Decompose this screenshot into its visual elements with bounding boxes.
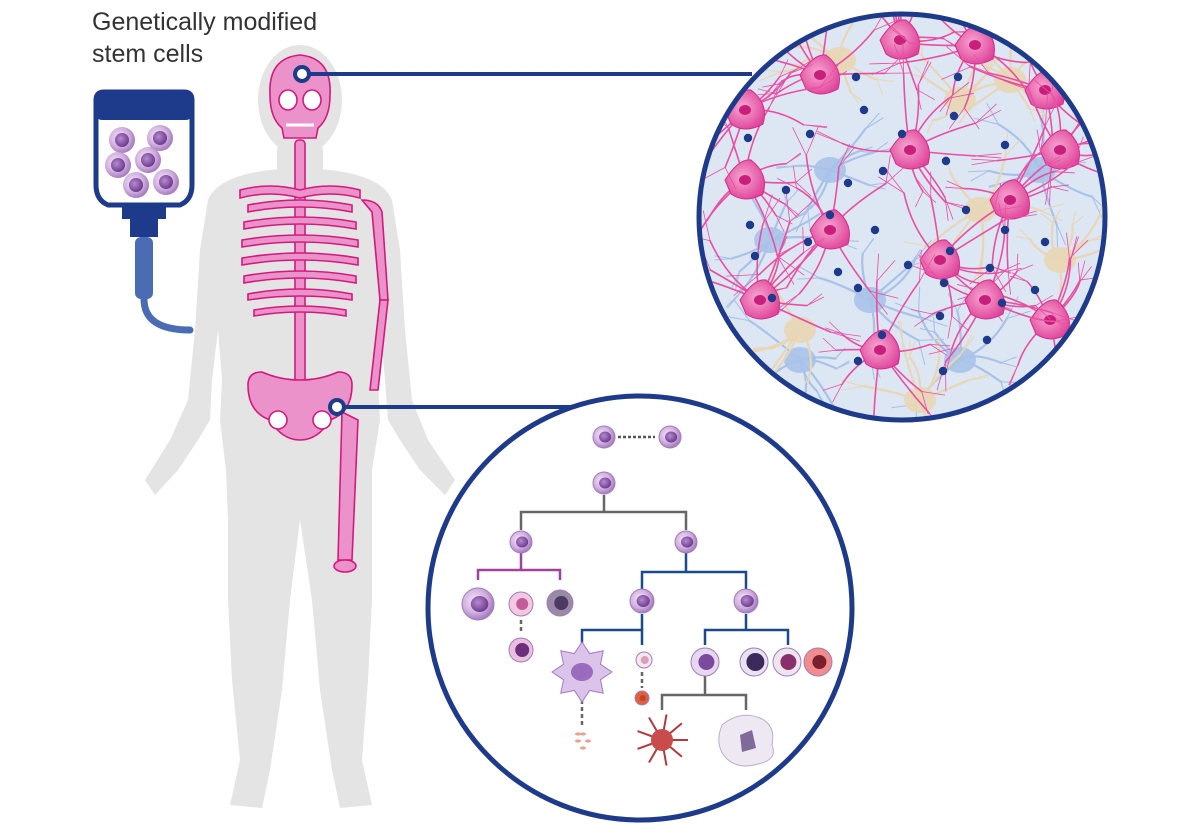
engineered-cell-dot (750, 251, 760, 261)
glial-cell (814, 157, 846, 183)
engineered-cell-dot (1000, 225, 1010, 235)
engineered-cell-dot (853, 283, 863, 293)
platelet (580, 732, 586, 736)
platelet (575, 739, 581, 743)
platelet (585, 739, 591, 743)
glial-cell (994, 67, 1026, 93)
engineered-cell-dot (833, 267, 843, 277)
neutrophil (772, 647, 802, 677)
engineered-cell-dot (743, 133, 753, 143)
engineered-cell-dot (853, 356, 863, 366)
basophil (739, 647, 769, 677)
megakaryocyte (551, 641, 613, 703)
glial-cell (754, 227, 786, 253)
iv-stem-cells (105, 125, 179, 198)
brain-neurons-icon (696, 11, 1108, 423)
macrophage (718, 714, 774, 767)
plasma-cell (508, 637, 534, 663)
engineered-cell-dot (961, 205, 971, 215)
engineered-cell-dot (870, 225, 880, 235)
engineered-cell-dot (953, 72, 963, 82)
engineered-cell-dot (897, 129, 907, 139)
megakaryocyte-erythroid-progenitor (629, 588, 655, 614)
stem-cell (592, 425, 616, 449)
engineered-cell-dot (745, 220, 755, 230)
engineered-cell-dot (945, 246, 955, 256)
engineered-cell-dot (878, 166, 888, 176)
glial-cell (944, 87, 976, 113)
engineered-cell-dot (935, 311, 945, 321)
blood-cells (461, 425, 833, 767)
lymphoid-progenitor (509, 530, 533, 554)
engineered-cell-dot (803, 237, 813, 247)
engineered-cell-dot (851, 72, 861, 82)
glial-cell (1044, 247, 1076, 273)
engineered-cell-dot (938, 366, 948, 376)
engineered-cell-dot (1040, 237, 1050, 247)
glial-cell (784, 347, 816, 373)
engineered-cell-dot (859, 105, 869, 115)
stem-cell-copy (658, 425, 682, 449)
granulocyte-monocyte-progenitor (733, 588, 759, 614)
t-cell (508, 591, 534, 617)
engineered-cell-dot (941, 156, 951, 166)
caption-line-1: Genetically modified (92, 8, 318, 36)
erythroblast (635, 651, 653, 669)
lineage-tree (461, 425, 833, 767)
hematopoiesis-tree-icon (425, 393, 855, 823)
engineered-cell-dot (843, 178, 853, 188)
skeleton-icon (239, 54, 389, 573)
iv-bag-icon (93, 89, 195, 334)
multipotent-progenitor (592, 471, 616, 495)
dendritic-cell (637, 714, 688, 766)
platelet (575, 732, 581, 736)
engineered-cell-dot (903, 260, 913, 270)
red-blood-cell (634, 690, 650, 706)
engineered-cell-dot (825, 210, 835, 220)
glial-cell (784, 317, 816, 343)
caption-line-2: stem cells (92, 40, 204, 68)
platelet (580, 746, 586, 750)
b-cell (461, 587, 495, 621)
myeloid-progenitor (674, 530, 698, 554)
engineered-cell-dot (982, 335, 992, 345)
glial-cell (964, 197, 996, 223)
connector-brain (293, 65, 752, 83)
engineered-cell-dot (781, 185, 791, 195)
engineered-cell-dot (997, 298, 1007, 308)
engineered-cell-dot (939, 278, 949, 288)
eosinophil (803, 647, 833, 677)
engineered-cell-dot (985, 263, 995, 273)
engineered-cell-dot (767, 293, 777, 303)
engineered-cell-dot (877, 330, 887, 340)
diagram-caption: Genetically modified stem cells (92, 6, 412, 70)
engineered-cell-dot (949, 111, 959, 121)
monocyte (690, 647, 720, 677)
nk-cell (546, 589, 574, 617)
connector-bone-marrow (328, 398, 578, 416)
engineered-cell-dot (1030, 285, 1040, 295)
engineered-cell-dot (1000, 140, 1010, 150)
engineered-cell-dot (805, 129, 815, 139)
